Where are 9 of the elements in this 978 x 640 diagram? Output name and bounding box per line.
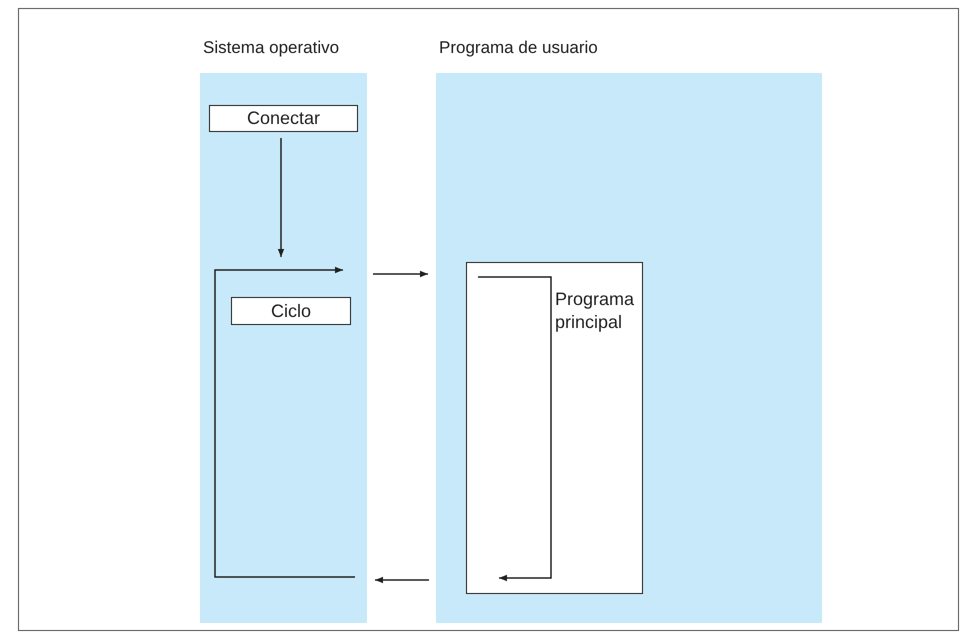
- process-box: Conectar: [209, 105, 358, 132]
- arrow: [278, 138, 284, 257]
- process-box: Ciclo: [231, 297, 351, 325]
- column-heading: Sistema operativo: [203, 38, 340, 58]
- column-heading: Programa de usuario: [439, 38, 598, 58]
- program-box: [466, 262, 643, 594]
- arrow: [373, 270, 428, 278]
- arrow: [375, 576, 429, 584]
- box-label: Programa principal: [555, 288, 636, 334]
